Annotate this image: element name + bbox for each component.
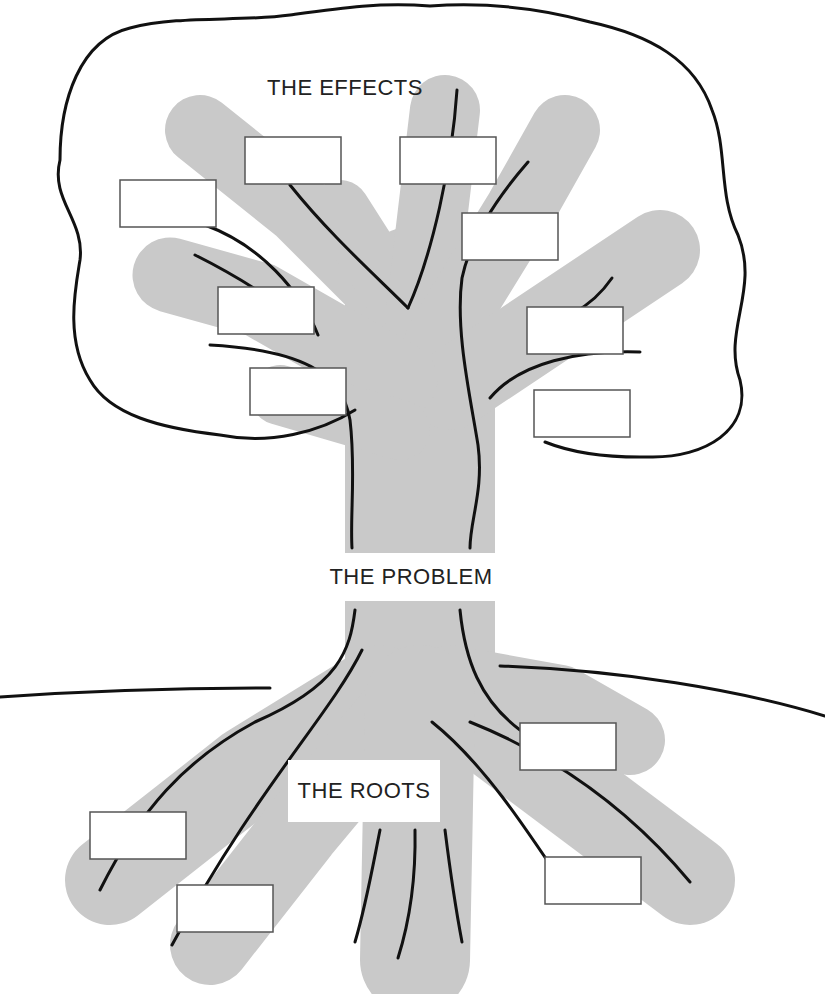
trunk-line — [210, 345, 353, 548]
ground-line — [0, 688, 270, 697]
effect-box — [400, 137, 496, 184]
branch-shade — [170, 275, 400, 380]
effect-box — [250, 368, 346, 415]
ground-line — [500, 666, 825, 716]
root-box — [177, 885, 273, 932]
branch-line — [408, 90, 457, 308]
roots-band — [288, 760, 440, 822]
tree-lines — [0, 5, 825, 958]
root-line — [355, 830, 380, 942]
section-label: THE EFFECTS — [267, 75, 423, 101]
tree-shading — [110, 110, 690, 960]
branch-line — [205, 225, 318, 335]
canopy-outline — [58, 5, 745, 457]
effect-box — [245, 137, 341, 184]
effect-box — [527, 307, 623, 354]
effect-box — [120, 180, 216, 227]
section-label: THE PROBLEM — [329, 564, 492, 590]
root-box — [545, 857, 641, 904]
effect-box — [534, 390, 630, 437]
effect-box — [462, 213, 558, 260]
problem-band — [296, 553, 524, 601]
root-line — [460, 610, 520, 730]
root-box — [90, 812, 186, 859]
root-line — [398, 830, 415, 958]
effect-box — [218, 287, 314, 334]
empty-boxes — [90, 137, 641, 932]
root-box — [520, 723, 616, 770]
branch-shade — [450, 250, 660, 390]
root-line — [445, 830, 462, 942]
section-label: THE ROOTS — [298, 778, 431, 804]
